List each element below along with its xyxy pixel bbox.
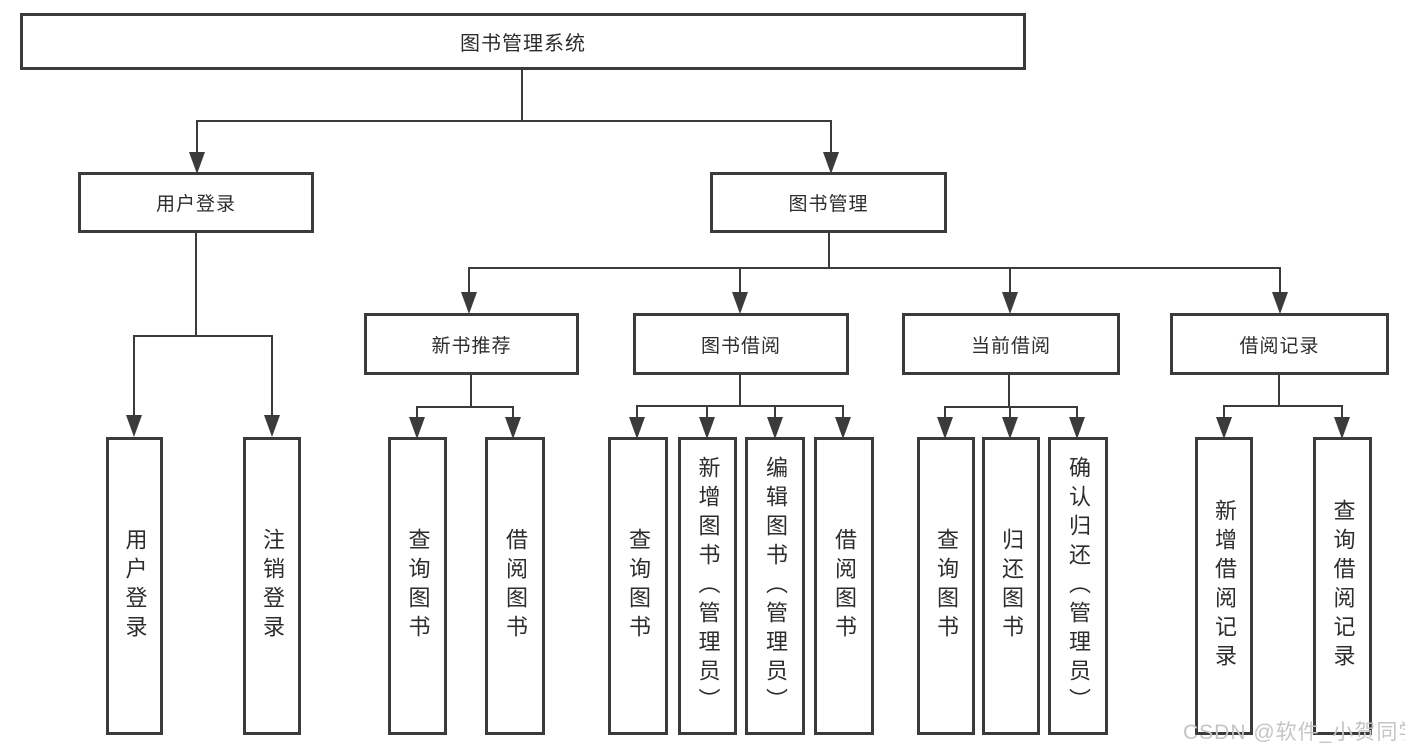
leaf-logout-login: 注销登录	[243, 437, 301, 735]
node-root-label: 图书管理系统	[460, 33, 586, 55]
arrow-down-icon	[1272, 292, 1288, 314]
connector-line	[739, 267, 741, 295]
connector-line	[944, 406, 946, 419]
leaf-borrow-books-recommend-label: 借阅图书	[503, 528, 528, 644]
leaf-query-books-recommend-label: 查询图书	[405, 528, 431, 644]
connector-line	[1009, 406, 1011, 419]
leaf-add-book-admin: 新增图书（管理员）	[678, 437, 737, 735]
leaf-confirm-return-admin-label: 确认归还（管理员）	[1066, 455, 1091, 717]
arrow-down-icon	[835, 417, 851, 439]
arrow-down-icon	[767, 417, 783, 439]
leaf-borrow-books-recommend: 借阅图书	[485, 437, 545, 735]
connector-line	[1278, 375, 1280, 405]
connector-line	[774, 405, 776, 419]
node-book-borrowing: 图书借阅	[633, 313, 849, 375]
arrow-down-icon	[699, 417, 715, 439]
arrow-down-icon	[1216, 417, 1232, 439]
arrow-down-icon	[1069, 417, 1085, 439]
leaf-user-login-label: 用户登录	[122, 528, 148, 644]
leaf-edit-book-admin: 编辑图书（管理员）	[745, 437, 805, 735]
connector-line	[468, 267, 470, 295]
leaf-query-books-current: 查询图书	[917, 437, 975, 735]
node-current-borrowing: 当前借阅	[902, 313, 1120, 375]
leaf-query-books-borrowing: 查询图书	[608, 437, 668, 735]
leaf-logout-login-label: 注销登录	[260, 528, 285, 644]
arrow-down-icon	[409, 417, 425, 439]
connector-line	[416, 406, 514, 408]
node-new-book-recommendation: 新书推荐	[364, 313, 579, 375]
connector-line	[842, 405, 844, 419]
arrow-down-icon	[1002, 292, 1018, 314]
node-user-login-label: 用户登录	[155, 194, 236, 215]
connector-line	[706, 405, 708, 419]
node-borrowing-records-label: 借阅记录	[1239, 335, 1320, 357]
arrow-down-icon	[629, 417, 645, 439]
connector-line	[830, 120, 832, 154]
connector-line	[1223, 405, 1343, 407]
arrow-down-icon	[505, 417, 521, 439]
leaf-query-borrow-record-label: 查询借阅记录	[1330, 499, 1356, 673]
node-book-management: 图书管理	[710, 172, 947, 233]
leaf-add-borrow-record: 新增借阅记录	[1195, 437, 1253, 735]
arrow-down-icon	[126, 415, 142, 437]
connector-line	[196, 120, 198, 154]
leaf-add-borrow-record-label: 新增借阅记录	[1212, 499, 1237, 673]
arrow-down-icon	[1334, 417, 1350, 439]
leaf-add-book-admin-label: 新增图书（管理员）	[695, 455, 721, 717]
connector-line	[1279, 267, 1281, 295]
connector-line	[470, 375, 472, 406]
connector-line	[512, 406, 514, 419]
connector-line	[133, 335, 135, 417]
connector-line	[1341, 405, 1343, 419]
arrow-down-icon	[1002, 417, 1018, 439]
connector-line	[1076, 406, 1078, 419]
connector-line	[196, 120, 832, 122]
node-new-book-recommendation-label: 新书推荐	[431, 335, 512, 357]
leaf-borrow-books-label: 借阅图书	[832, 528, 857, 644]
arrow-down-icon	[823, 152, 839, 174]
connector-line	[944, 406, 1078, 408]
leaf-query-books-recommend: 查询图书	[388, 437, 447, 735]
connector-line	[1223, 405, 1225, 419]
leaf-return-book-label: 归还图书	[999, 528, 1024, 644]
csdn-watermark: CSDN @软件_小贺同学	[1183, 721, 1405, 744]
arrow-down-icon	[264, 415, 280, 437]
leaf-query-books-current-label: 查询图书	[934, 528, 959, 644]
node-book-management-label: 图书管理	[788, 194, 869, 215]
arrow-down-icon	[732, 292, 748, 314]
connector-line	[1008, 375, 1010, 406]
connector-line	[636, 405, 844, 407]
connector-line	[636, 405, 638, 419]
connector-line	[416, 406, 418, 419]
node-user-login: 用户登录	[78, 172, 314, 233]
connector-line	[1009, 267, 1011, 295]
connector-line	[195, 233, 197, 335]
arrow-down-icon	[937, 417, 953, 439]
leaf-borrow-books: 借阅图书	[814, 437, 874, 735]
leaf-user-login: 用户登录	[106, 437, 163, 735]
arrow-down-icon	[461, 292, 477, 314]
node-root: 图书管理系统	[20, 13, 1026, 70]
leaf-query-borrow-record: 查询借阅记录	[1313, 437, 1372, 735]
leaf-confirm-return-admin: 确认归还（管理员）	[1048, 437, 1108, 735]
node-borrowing-records: 借阅记录	[1170, 313, 1389, 375]
connector-line	[468, 267, 1281, 269]
leaf-query-books-borrowing-label: 查询图书	[626, 528, 651, 644]
connector-line	[133, 335, 273, 337]
connector-line	[521, 70, 523, 120]
node-current-borrowing-label: 当前借阅	[970, 335, 1051, 357]
leaf-return-book: 归还图书	[982, 437, 1040, 735]
connector-line	[271, 335, 273, 417]
connector-line	[828, 233, 830, 267]
arrow-down-icon	[189, 152, 205, 174]
leaf-edit-book-admin-label: 编辑图书（管理员）	[763, 455, 788, 717]
node-book-borrowing-label: 图书借阅	[700, 335, 781, 357]
connector-line	[739, 375, 741, 405]
